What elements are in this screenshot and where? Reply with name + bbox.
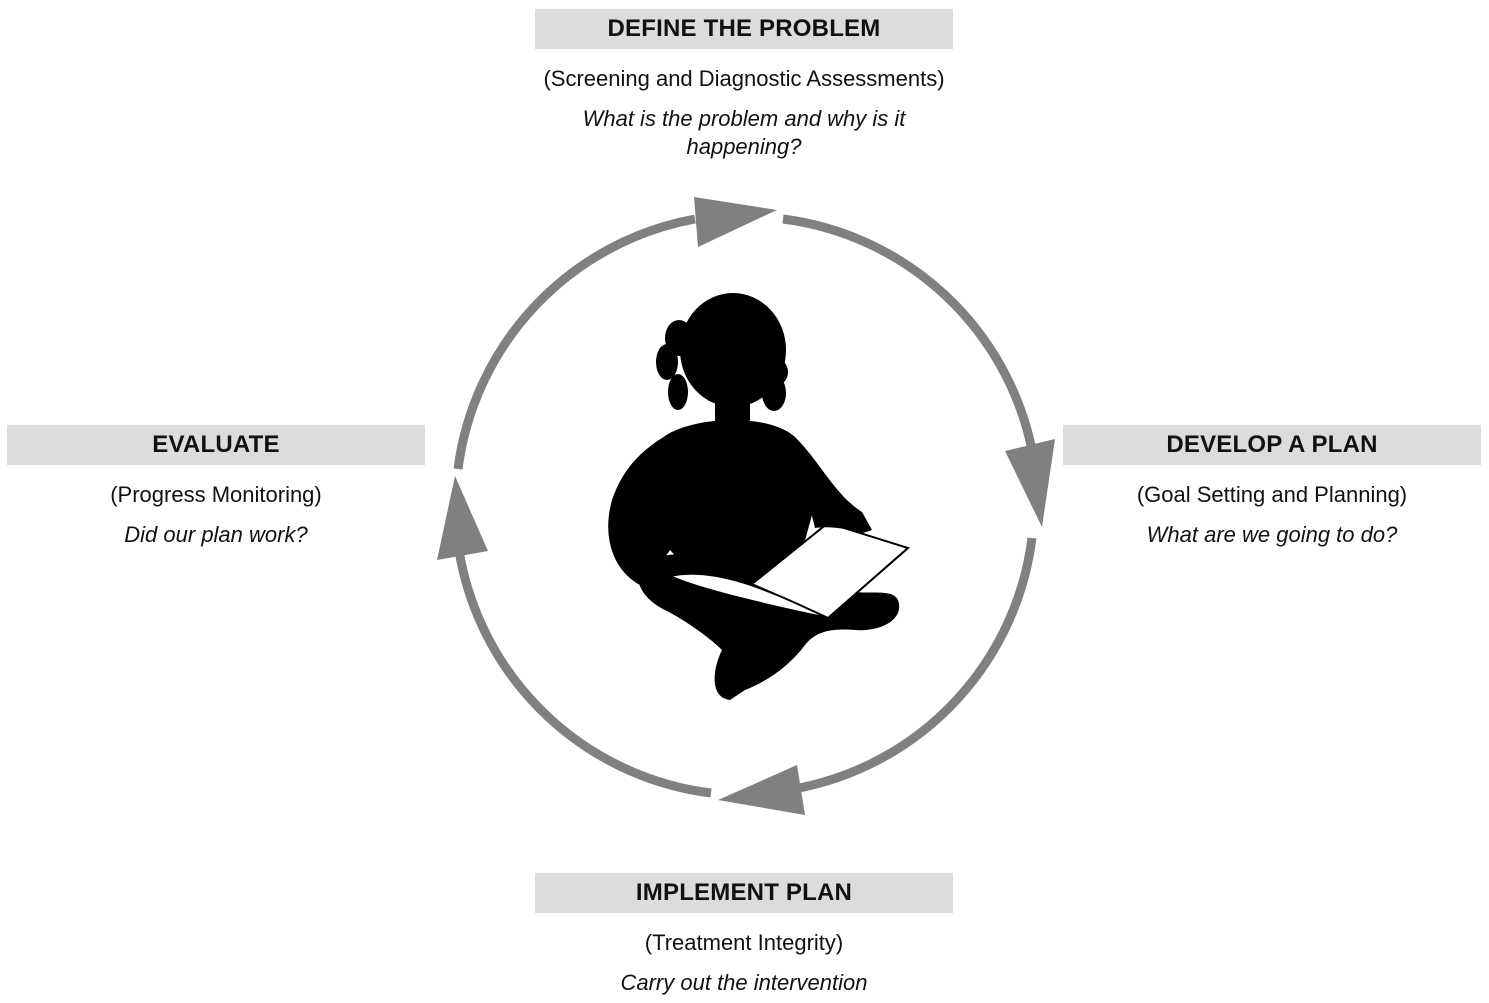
arrowhead-top [694,197,777,247]
step-evaluate-title: EVALUATE [7,425,425,465]
arc-evaluate-to-define [453,214,696,470]
arc-define-to-develop [782,214,1037,451]
step-define-subtitle: (Screening and Diagnostic Assessments) [543,66,945,91]
step-develop-plan: DEVELOP A PLAN (Goal Setting and Plannin… [1063,425,1481,549]
child-reading-icon [608,293,911,700]
step-implement-question: Carry out the intervention [620,970,868,995]
step-evaluate: EVALUATE (Progress Monitoring) Did our p… [7,425,425,549]
arrowhead-bottom [718,765,805,815]
step-define-question: What is the problem and why is it happen… [582,106,906,159]
arrowhead-left [437,476,488,560]
step-evaluate-question: Did our plan work? [124,522,308,547]
arrowhead-right [1005,439,1055,527]
step-implement-plan: IMPLEMENT PLAN (Treatment Integrity) Car… [535,873,953,997]
step-define-title: DEFINE THE PROBLEM [535,9,953,49]
step-evaluate-subtitle: (Progress Monitoring) [110,482,322,507]
step-implement-subtitle: (Treatment Integrity) [644,930,844,955]
step-develop-subtitle: (Goal Setting and Planning) [1136,482,1408,507]
step-define-problem: DEFINE THE PROBLEM (Screening and Diagno… [535,9,953,161]
step-implement-title: IMPLEMENT PLAN [535,873,953,913]
arc-develop-to-implement [780,537,1037,796]
step-develop-question: What are we going to do? [1146,522,1398,547]
step-develop-title: DEVELOP A PLAN [1063,425,1481,465]
arc-implement-to-evaluate [452,535,712,798]
